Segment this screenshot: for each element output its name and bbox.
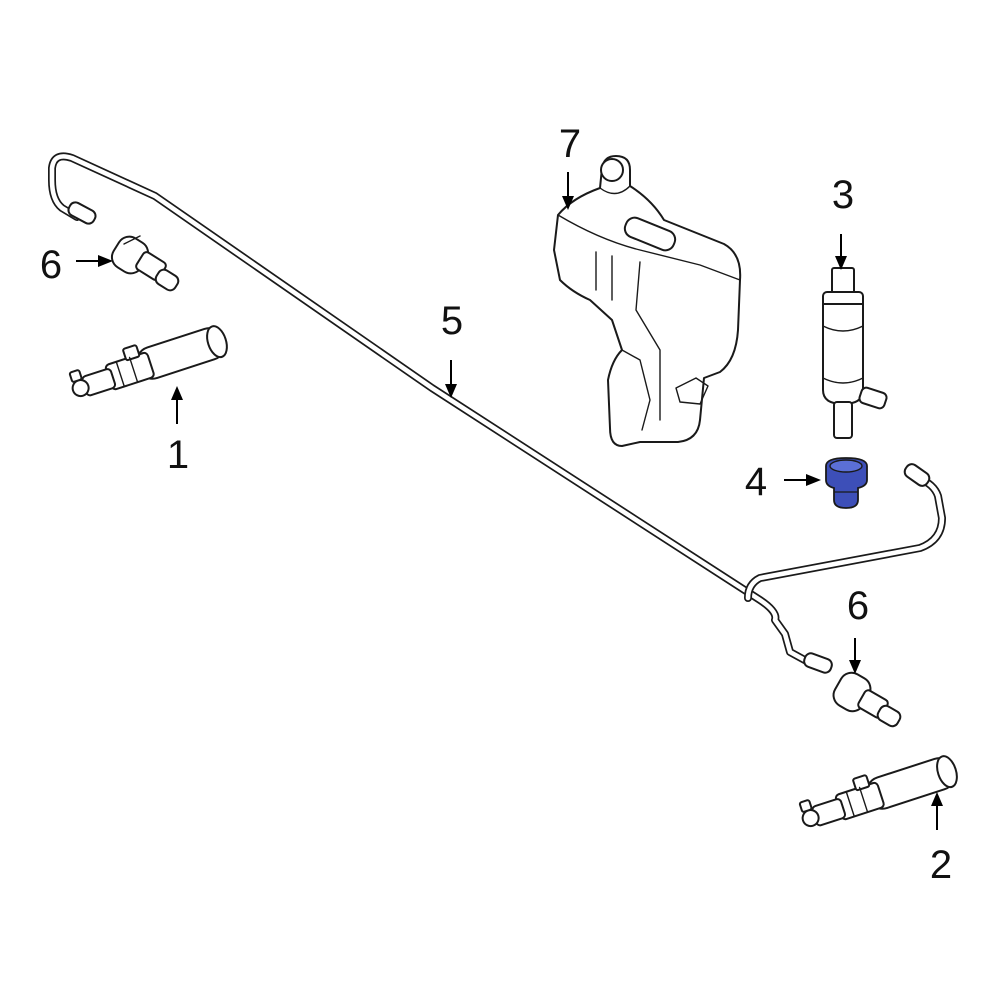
callout-3: 3 — [832, 173, 854, 217]
callout-5: 5 — [441, 299, 463, 343]
nozzle-connector-right[interactable] — [829, 668, 902, 728]
pump-grommet[interactable] — [825, 457, 868, 509]
washer-reservoir[interactable] — [553, 155, 742, 447]
callout-1: 1 — [167, 433, 189, 477]
headlamp-washer-nozzle-right[interactable] — [796, 748, 961, 834]
washer-hose[interactable] — [48, 152, 946, 674]
callout-6-right: 6 — [847, 584, 869, 628]
washer-pump[interactable] — [822, 267, 888, 439]
callout-6-left: 6 — [40, 243, 62, 287]
callout-4: 4 — [745, 460, 767, 504]
callout-7: 7 — [559, 122, 581, 166]
headlamp-washer-nozzle-left[interactable] — [66, 318, 231, 404]
nozzle-connector-left[interactable] — [107, 232, 180, 293]
callout-labels: 7 3 6 5 1 4 6 2 — [40, 122, 952, 887]
callout-2: 2 — [930, 843, 952, 887]
callout-arrows — [76, 172, 943, 830]
